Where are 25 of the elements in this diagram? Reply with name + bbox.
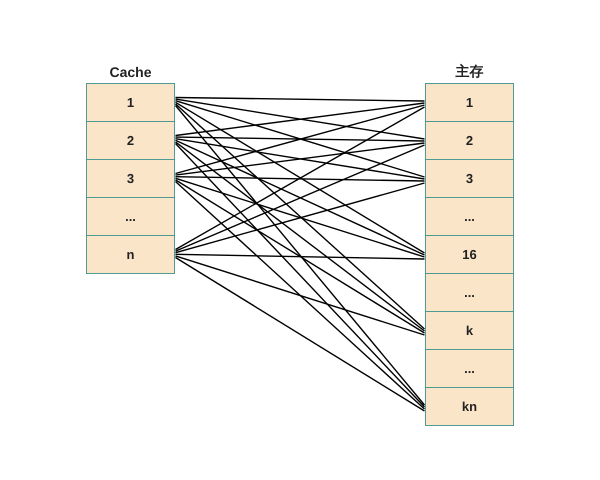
connector-line: [175, 256, 425, 412]
memory-block-cell: ...: [86, 197, 175, 236]
memory-block-cell: ...: [425, 197, 514, 236]
connector-line: [176, 96, 424, 102]
memory-block-cell: ...: [425, 273, 514, 312]
connector-line: [175, 254, 425, 260]
memory-block-cell: 3: [86, 159, 175, 198]
memory-block-cell: 1: [425, 83, 514, 122]
memory-block-cell: k: [425, 311, 514, 350]
memory-block-cell: 3: [425, 159, 514, 198]
memory-block-cell: 1: [86, 83, 175, 122]
connector-line: [175, 136, 425, 142]
column-heading: 主存: [456, 63, 484, 81]
connector-line: [175, 255, 425, 336]
memory-block-cell: 2: [425, 121, 514, 160]
connector-line: [175, 141, 425, 332]
memory-block-cell: 16: [425, 235, 514, 274]
column-heading: Cache: [109, 64, 152, 80]
memory-block-cell: 2: [86, 121, 175, 160]
memory-block-cell: kn: [425, 387, 514, 426]
connector-line: [175, 179, 425, 334]
connector-line: [175, 176, 425, 182]
memory-block-cell: ...: [425, 349, 514, 388]
memory-block-cell: n: [86, 235, 175, 274]
connector-line: [175, 103, 425, 330]
